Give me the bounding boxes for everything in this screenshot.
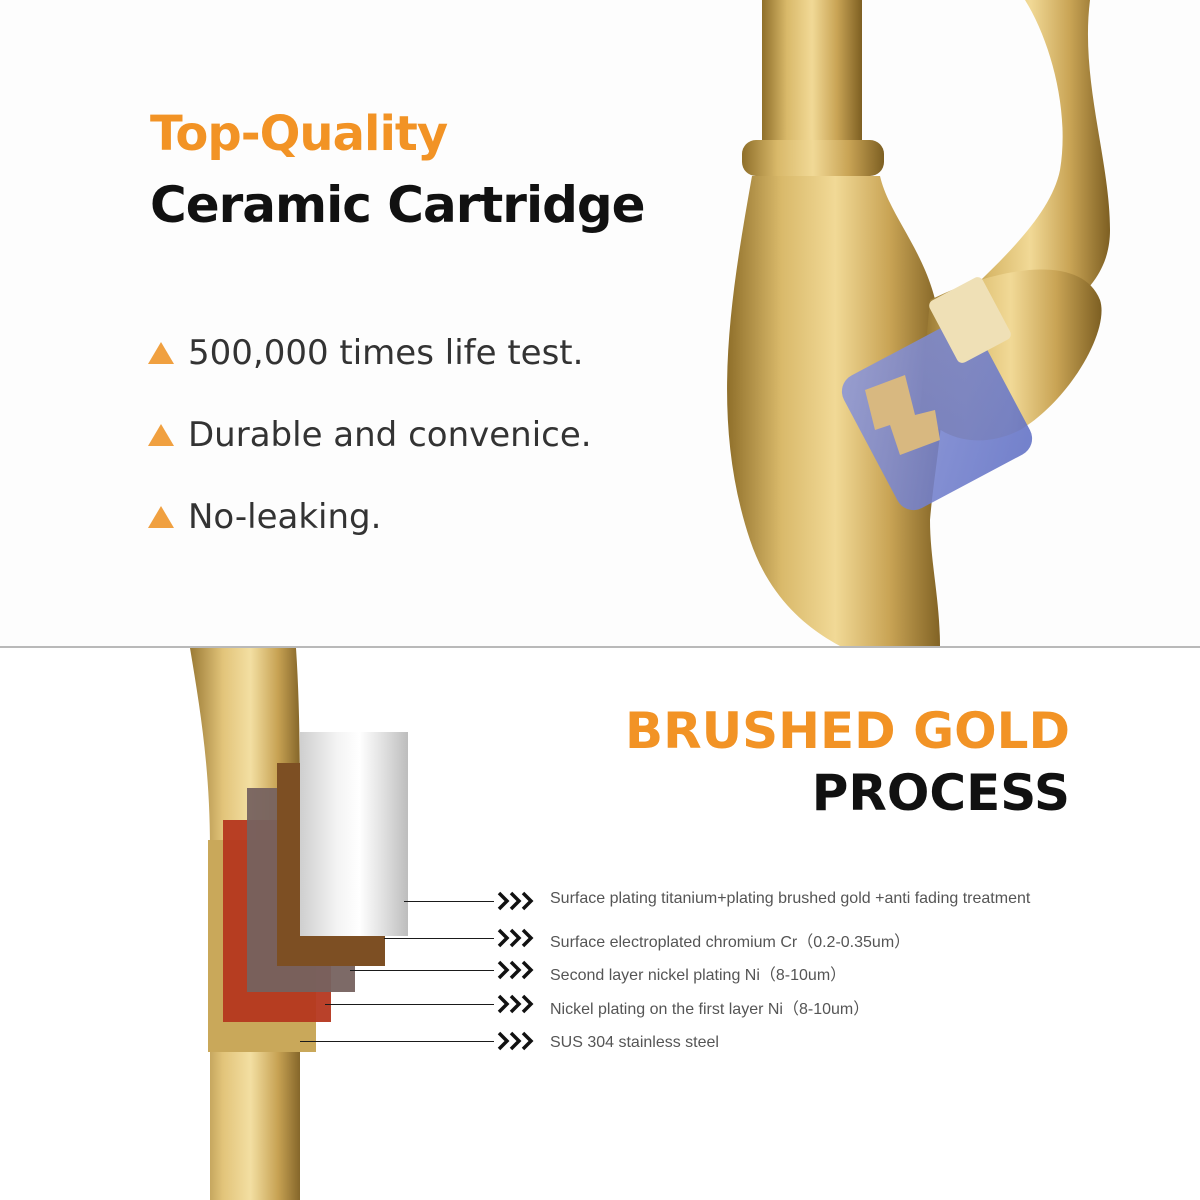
layer-surface-titanium [300, 732, 408, 936]
faucet-cartridge-illustration [727, 0, 1110, 646]
ceramic-cartridge-section: Top-Quality Ceramic Cartridge 500,000 ti… [148, 0, 1110, 646]
triple-chevron-icon [497, 1031, 534, 1051]
layer-label-nickel-first: Nickel plating on the first layer Ni（8-1… [550, 1001, 870, 1018]
layer-label-chromium: Surface electroplated chromium Cr（0.2-0.… [550, 934, 911, 951]
layer-label-nickel-second: Second layer nickel plating Ni（8-10um） [550, 967, 847, 984]
triangle-bullet-icon [148, 424, 174, 446]
leader-line [350, 970, 494, 971]
cartridge-title-accent: Top-Quality [150, 106, 448, 162]
section-divider [0, 646, 1200, 648]
process-title: PROCESS [811, 764, 1070, 822]
process-title-accent: BRUSHED GOLD [624, 702, 1070, 760]
leader-line [384, 938, 494, 939]
leader-line [404, 901, 494, 902]
leader-line [325, 1004, 494, 1005]
triple-chevron-icon [497, 891, 534, 911]
feature-item: No-leaking. [148, 497, 381, 537]
triangle-bullet-icon [148, 342, 174, 364]
triangle-bullet-icon [148, 506, 174, 528]
triple-chevron-icon [497, 994, 534, 1014]
feature-text: Durable and convenice. [188, 415, 592, 455]
feature-item: Durable and convenice. [148, 415, 592, 455]
feature-text: 500,000 times life test. [188, 333, 584, 373]
triple-chevron-icon [497, 960, 534, 980]
triple-chevron-icon [497, 928, 534, 948]
brushed-gold-section: BRUSHED GOLD PROCESS Surface plating tit… [0, 648, 1200, 1200]
layer-label-surface: Surface plating titanium+plating brushed… [550, 890, 1031, 907]
feature-item: 500,000 times life test. [148, 333, 583, 373]
cartridge-title: Ceramic Cartridge [150, 176, 646, 234]
feature-text: No-leaking. [188, 497, 382, 537]
leader-line [300, 1041, 494, 1042]
layer-label-steel: SUS 304 stainless steel [550, 1034, 719, 1051]
